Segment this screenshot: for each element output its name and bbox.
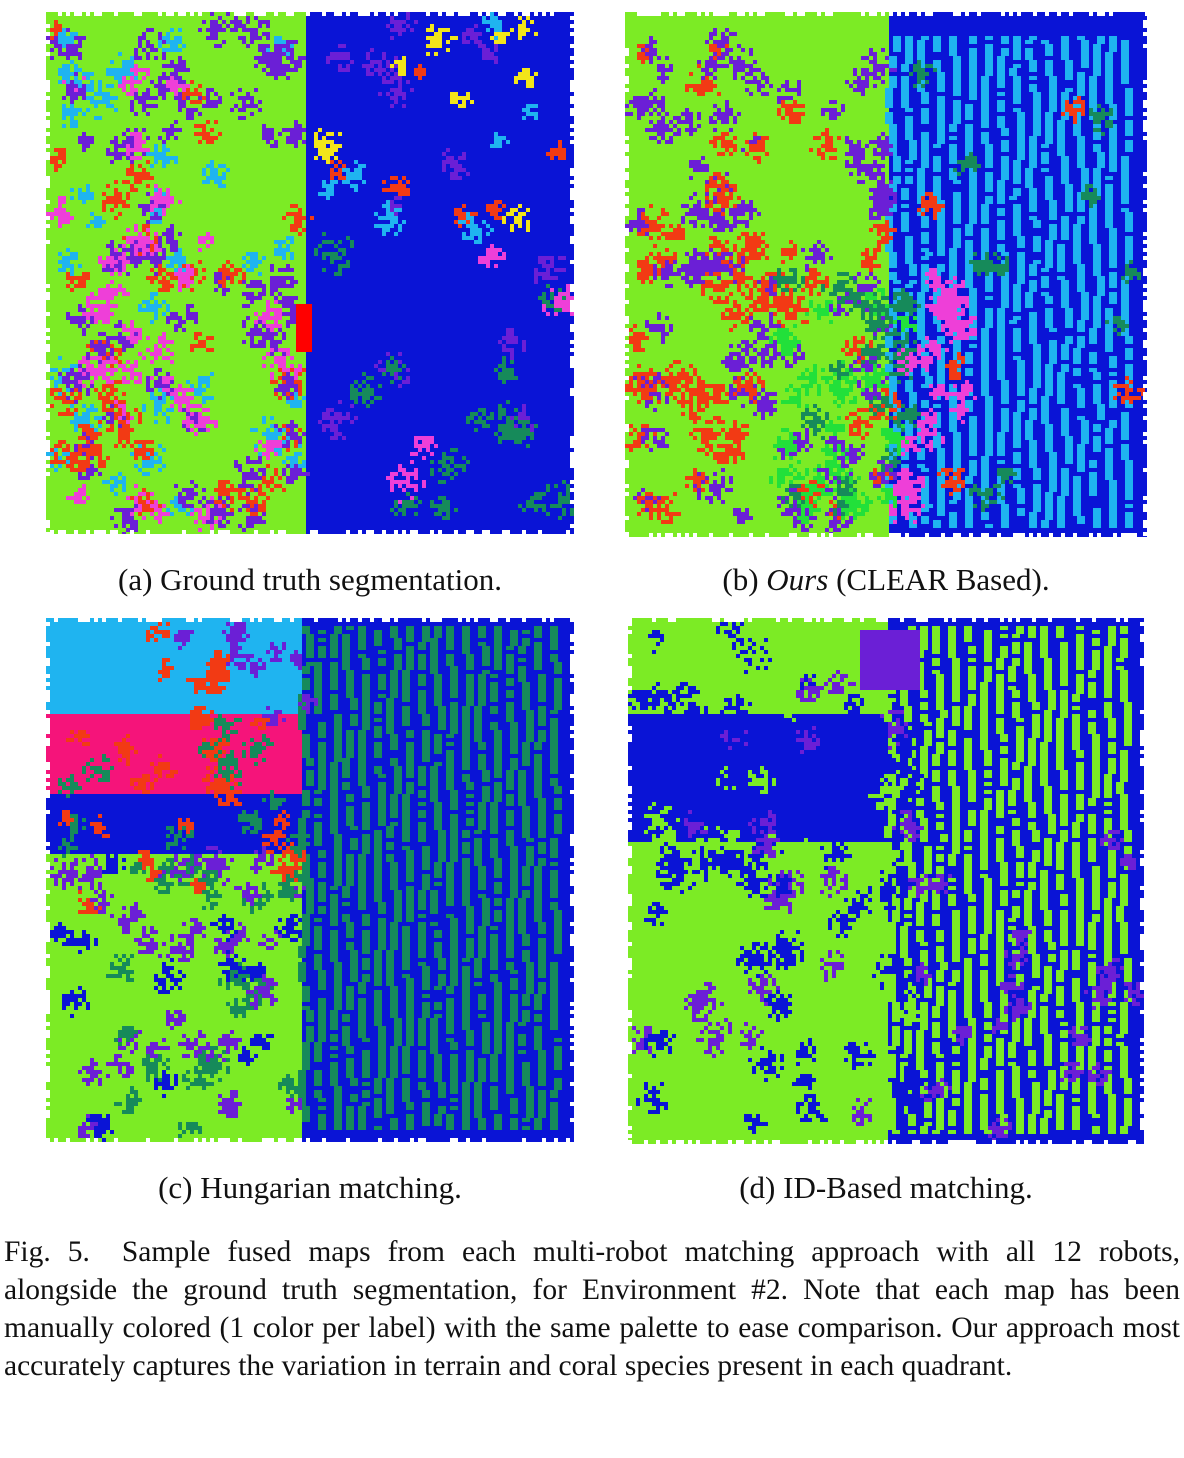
figure-caption: Fig. 5.Sample fused maps from each multi… bbox=[4, 1233, 1180, 1385]
subcaption-a: (a) Ground truth segmentation. bbox=[46, 562, 574, 598]
segmentation-map-image bbox=[46, 618, 574, 1142]
subcaption-d-text: ID-Based matching. bbox=[783, 1170, 1033, 1205]
subcaption-b-text: (CLEAR Based). bbox=[828, 562, 1050, 597]
map-ours-clear bbox=[625, 12, 1147, 537]
map-ground-truth bbox=[46, 12, 574, 534]
subcaption-a-text: Ground truth segmentation. bbox=[160, 562, 502, 597]
map-hungarian bbox=[46, 618, 574, 1142]
subcaption-b-label: (b) bbox=[722, 562, 759, 597]
map-id-based bbox=[628, 618, 1144, 1144]
figure-label: Fig. 5. bbox=[4, 1236, 90, 1268]
subcaption-d: (d) ID-Based matching. bbox=[628, 1170, 1144, 1206]
segmentation-map-image bbox=[625, 12, 1147, 537]
subcaption-d-label: (d) bbox=[739, 1170, 776, 1205]
subcaption-c: (c) Hungarian matching. bbox=[46, 1170, 574, 1206]
subcaption-b-italic: Ours bbox=[766, 562, 829, 597]
subcaption-c-text: Hungarian matching. bbox=[200, 1170, 462, 1205]
subcaption-b: (b) Ours (CLEAR Based). bbox=[625, 562, 1147, 598]
segmentation-map-image bbox=[628, 618, 1144, 1144]
subcaption-a-label: (a) bbox=[118, 562, 153, 597]
figure-caption-text: Sample fused maps from each multi-robot … bbox=[4, 1236, 1181, 1382]
segmentation-map-image bbox=[46, 12, 574, 534]
subcaption-c-label: (c) bbox=[158, 1170, 193, 1205]
